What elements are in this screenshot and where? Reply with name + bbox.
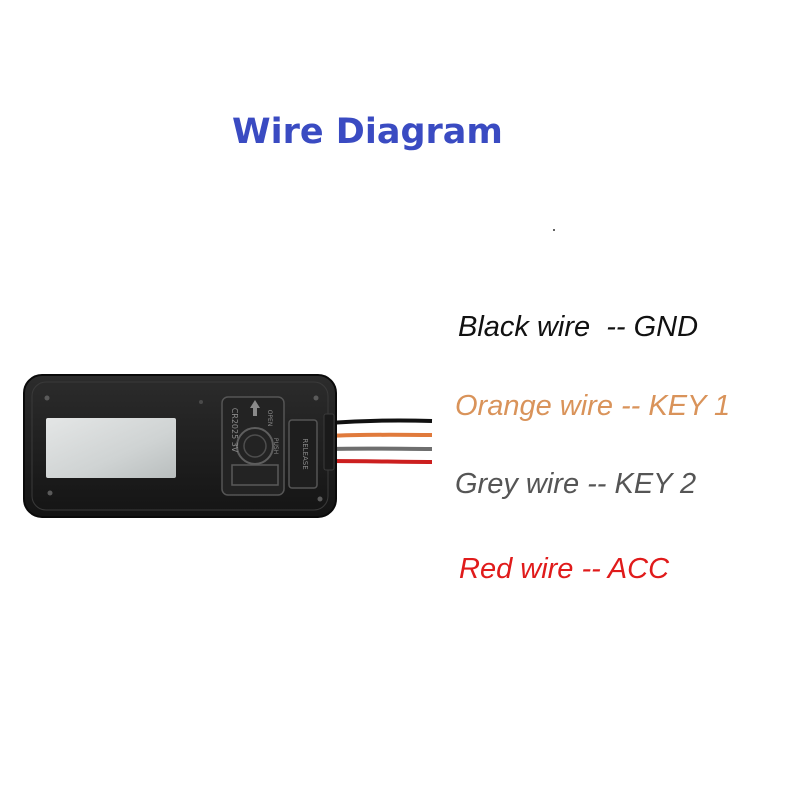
battery-coin (236, 427, 274, 465)
screw-mid-right (199, 400, 203, 404)
red-wire (327, 459, 433, 464)
wire-bundle (327, 418, 433, 464)
screw-top-left (44, 395, 50, 401)
cable-grommet (323, 413, 335, 471)
red-wire-label: Red wire -- ACC (459, 553, 670, 585)
orange-wire (327, 432, 433, 438)
screw-bottom-left (47, 490, 53, 496)
orange-wire-label: Orange wire -- KEY 1 (455, 390, 731, 422)
led-window (46, 418, 176, 478)
tracker-device: CR2025 3V OPEN PUSH RELEASE (23, 374, 337, 518)
release-tab (288, 419, 318, 489)
black-wire-label: Black wire -- GND (458, 311, 699, 343)
screw-bottom-right (317, 496, 323, 502)
battery-label: CR2025 3V (230, 408, 239, 453)
push-label: PUSH (272, 438, 279, 454)
page-title: Wire Diagram (232, 112, 503, 152)
grey-wire-label: Grey wire -- KEY 2 (455, 468, 697, 500)
release-label: RELEASE (301, 438, 309, 469)
battery-compartment (221, 396, 285, 496)
dot-speck (553, 229, 555, 231)
screw-top-right (313, 395, 319, 401)
battery-latch (231, 464, 279, 486)
open-label: OPEN (266, 410, 273, 427)
black-wire (327, 418, 433, 425)
